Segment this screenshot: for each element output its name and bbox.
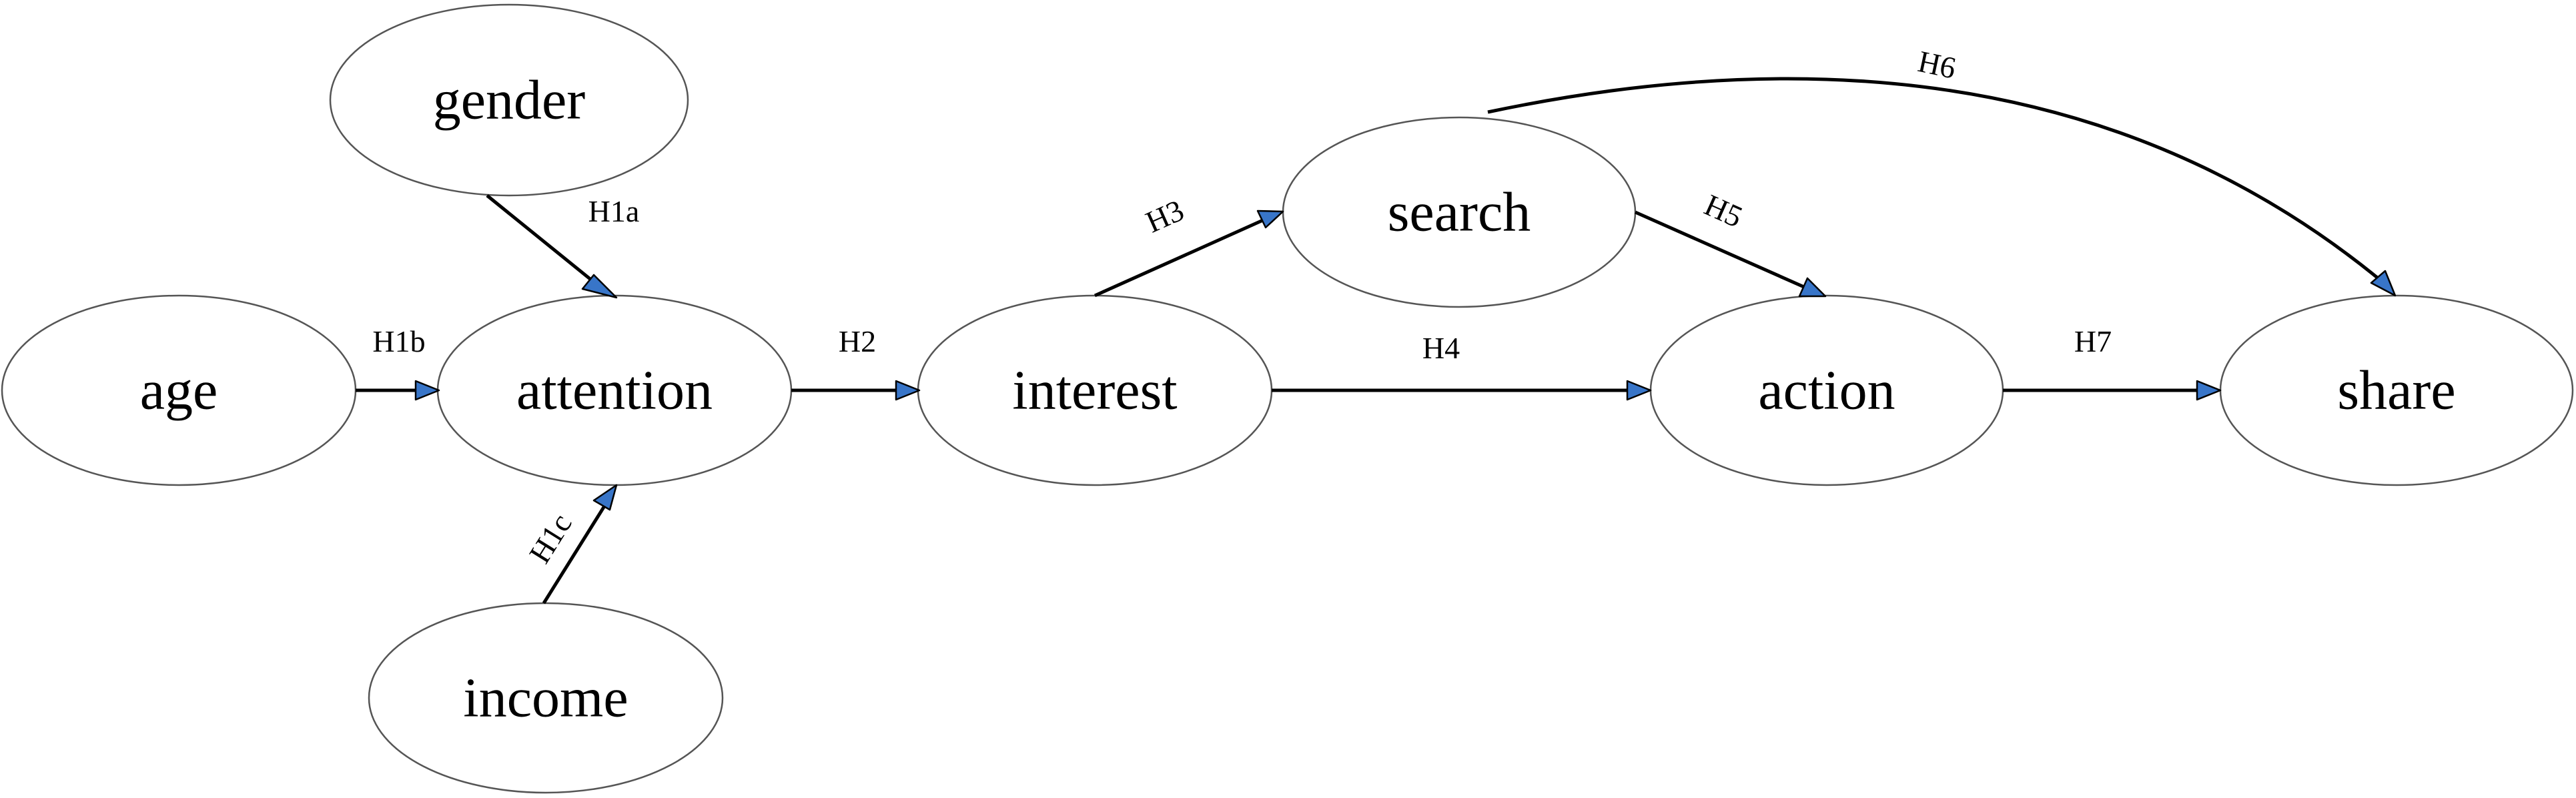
edge-h2-label: H2 [839,324,876,358]
edge-h6-arrowhead [2370,270,2397,297]
node-attention: attention [436,294,793,486]
edge-h1a-line [486,194,597,285]
node-share: share [2219,294,2574,486]
node-attention-label: attention [516,360,713,422]
edge-h1a-arrowhead [581,274,618,299]
edge-h1b-arrowhead [414,380,440,401]
edge-h1b-label: H1b [372,324,425,358]
edge-h2-arrowhead [895,380,921,401]
node-gender-shape [329,3,689,197]
node-income: income [368,602,724,794]
node-age: age [1,294,357,486]
edge-h5-arrowhead [1798,277,1827,298]
edge-h5: H5 [1634,187,1827,298]
edge-h6: H6 [1487,44,2397,297]
edge-h4-label: H4 [1422,331,1460,365]
node-share-label: share [2337,360,2455,422]
node-gender: gender [329,3,689,197]
edge-h3-arrowhead [1256,210,1284,229]
edge-h6-label: H6 [1915,44,1959,85]
node-search-label: search [1388,181,1531,244]
node-action: action [1649,294,2004,486]
node-interest-label: interest [1012,360,1177,422]
edge-h7-label: H7 [2074,324,2112,358]
edge-h5-line [1634,210,1807,290]
edge-h3: H3 [1094,193,1284,298]
node-action-label: action [1758,360,1895,422]
edge-h3-label: H3 [1141,193,1189,239]
edge-h1a-label: H1a [588,194,640,228]
edge-h7-arrowhead [2196,380,2222,401]
edge-h2: H2 [791,324,921,401]
edge-h1c-arrowhead [592,484,618,511]
edge-h1c: H1c [522,484,618,605]
edge-h3-line [1094,218,1264,298]
edge-h1a: H1a [486,194,640,299]
node-interest: interest [917,294,1273,486]
edge-h5-label: H5 [1699,187,1747,234]
node-income-shape [368,602,724,794]
edge-h4: H4 [1272,331,1652,401]
edge-h7: H7 [2003,324,2222,401]
node-search: search [1282,116,1637,308]
edge-h6-line [1487,77,2382,282]
node-income-label: income [463,667,628,729]
edge-h4-arrowhead [1626,380,1652,401]
node-gender-label: gender [433,69,586,131]
node-age-label: age [140,360,218,422]
edge-h1c-line [542,500,609,605]
edge-h1b: H1b [356,324,440,401]
